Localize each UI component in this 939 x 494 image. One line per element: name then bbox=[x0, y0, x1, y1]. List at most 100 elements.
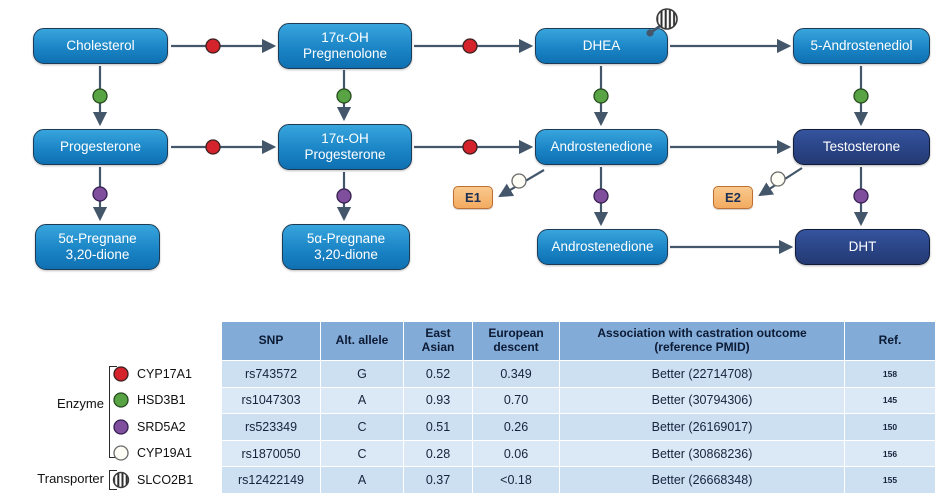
node-androstenedione-low: Androstenedione bbox=[537, 229, 668, 265]
cell-association: Better (22714708) bbox=[560, 361, 844, 387]
node-label: 5α-Pregnane 3,20-dione bbox=[58, 231, 137, 262]
cell-east-asian: 0.51 bbox=[404, 414, 472, 440]
cell-east-asian: 0.28 bbox=[404, 440, 472, 467]
cyp17a1-dot-icon bbox=[462, 38, 478, 54]
cell-association: Better (26169017) bbox=[560, 414, 844, 440]
transporter-striped-dot-icon bbox=[112, 471, 130, 489]
cell-european-descent: 0.26 bbox=[473, 414, 559, 440]
legend-gene-label: CYP19A1 bbox=[137, 446, 192, 460]
node-5-androstenediol: 5-Androstenediol bbox=[793, 28, 930, 64]
cell-snp: rs12422149 bbox=[222, 467, 320, 493]
srd5a2-dot-icon bbox=[92, 186, 108, 202]
transporter-bracket bbox=[109, 470, 117, 490]
node-label: Progesterone bbox=[59, 139, 142, 155]
node-testosterone: Testosterone bbox=[793, 129, 930, 165]
col-header-alt-allele: Alt. allele bbox=[321, 322, 403, 360]
col-header-association: Association with castration outcome (ref… bbox=[560, 322, 844, 360]
legend-item-cyp19a1: CYP19A1 bbox=[112, 444, 192, 462]
cell-european-descent: <0.18 bbox=[473, 467, 559, 493]
node-label: Androstenedione bbox=[551, 239, 654, 255]
srd5a2-dot-icon bbox=[336, 188, 352, 204]
legend-gene-label: SLCO2B1 bbox=[137, 473, 194, 487]
e2-box: E2 bbox=[713, 186, 753, 209]
cell-snp: rs1047303 bbox=[222, 387, 320, 414]
node-label: 17α-OH Pregnenolone bbox=[302, 30, 388, 61]
node-label: 5-Androstenediol bbox=[810, 38, 913, 54]
cell-alt-allele: G bbox=[321, 361, 403, 387]
legend-item-cyp17a1: CYP17A1 bbox=[112, 365, 192, 383]
enzyme-red-dot-icon bbox=[113, 366, 129, 382]
e2-label: E2 bbox=[725, 190, 741, 205]
cyp19a1-dot-icon bbox=[511, 173, 527, 189]
cell-east-asian: 0.52 bbox=[404, 361, 472, 387]
arrow-androstenedione-to-e1 bbox=[498, 169, 545, 198]
node-label: Cholesterol bbox=[66, 38, 135, 54]
legend-gene-label: HSD3B1 bbox=[137, 393, 186, 407]
cell-alt-allele: C bbox=[321, 440, 403, 467]
cell-alt-allele: A bbox=[321, 467, 403, 493]
cell-east-asian: 0.37 bbox=[404, 467, 472, 493]
cell-snp: rs1870050 bbox=[222, 440, 320, 467]
col-header-snp: SNP bbox=[222, 322, 320, 360]
node-5a-pregnane-dione-2: 5α-Pregnane 3,20-dione bbox=[282, 224, 410, 270]
transporter-striped-icon bbox=[656, 8, 678, 30]
cell-ref: 150 bbox=[845, 414, 935, 440]
cell-ref: 155 bbox=[845, 467, 935, 493]
srd5a2-dot-icon bbox=[853, 188, 869, 204]
legend-item-hsd3b1: HSD3B1 bbox=[112, 391, 186, 409]
node-17a-oh-progesterone: 17α-OH Progesterone bbox=[278, 124, 412, 170]
cyp17a1-dot-icon bbox=[205, 139, 221, 155]
node-label: Testosterone bbox=[822, 139, 901, 155]
legend-item-srd5a2: SRD5A2 bbox=[112, 418, 186, 436]
cell-european-descent: 0.70 bbox=[473, 387, 559, 414]
e1-label: E1 bbox=[465, 190, 481, 205]
legend-gene-label: CYP17A1 bbox=[137, 367, 192, 381]
col-header-east-asian: East Asian bbox=[404, 322, 472, 360]
node-label: Androstenedione bbox=[550, 139, 653, 155]
cyp17a1-dot-icon bbox=[205, 38, 221, 54]
cell-european-descent: 0.349 bbox=[473, 361, 559, 387]
cell-ref: 158 bbox=[845, 361, 935, 387]
cyp17a1-dot-icon bbox=[462, 139, 478, 155]
hsd3b1-dot-icon bbox=[853, 88, 869, 104]
node-dht: DHT bbox=[795, 229, 930, 265]
cell-ref: 145 bbox=[845, 387, 935, 414]
node-label: 17α-OH Progesterone bbox=[304, 131, 386, 162]
node-dhea: DHEA bbox=[535, 28, 668, 64]
enzyme-green-dot-icon bbox=[113, 392, 129, 408]
cell-ref: 156 bbox=[845, 440, 935, 467]
col-header-european-descent: European descent bbox=[473, 322, 559, 360]
cell-association: Better (26668348) bbox=[560, 467, 844, 493]
node-androstenedione-mid: Androstenedione bbox=[535, 129, 668, 165]
node-progesterone: Progesterone bbox=[33, 129, 168, 165]
legend-group-enzyme: Enzyme bbox=[57, 396, 104, 411]
hsd3b1-dot-icon bbox=[336, 88, 352, 104]
cell-association: Better (30868236) bbox=[560, 440, 844, 467]
e1-box: E1 bbox=[453, 186, 493, 209]
cyp19a1-dot-icon bbox=[770, 171, 786, 187]
cell-european-descent: 0.06 bbox=[473, 440, 559, 467]
srd5a2-dot-icon bbox=[593, 188, 609, 204]
node-cholesterol: Cholesterol bbox=[33, 28, 168, 64]
node-label: DHT bbox=[848, 239, 877, 255]
hsd3b1-dot-icon bbox=[92, 88, 108, 104]
cell-alt-allele: C bbox=[321, 414, 403, 440]
cell-alt-allele: A bbox=[321, 387, 403, 414]
enzyme-white-dot-icon bbox=[113, 445, 129, 461]
enzyme-bracket bbox=[109, 366, 117, 458]
node-label: DHEA bbox=[582, 38, 621, 54]
enzyme-purple-dot-icon bbox=[113, 419, 129, 435]
snp-table: SNP Alt. allele East Asian European desc… bbox=[222, 322, 935, 493]
legend-item-slco2b1: SLCO2B1 bbox=[112, 471, 193, 489]
hsd3b1-dot-icon bbox=[593, 88, 609, 104]
cell-snp: rs743572 bbox=[222, 361, 320, 387]
cell-snp: rs523349 bbox=[222, 414, 320, 440]
node-label: 5α-Pregnane 3,20-dione bbox=[306, 231, 386, 262]
node-5a-pregnane-dione-1: 5α-Pregnane 3,20-dione bbox=[35, 224, 160, 270]
cell-association: Better (30794306) bbox=[560, 387, 844, 414]
legend-gene-label: SRD5A2 bbox=[137, 420, 186, 434]
col-header-ref: Ref. bbox=[845, 322, 935, 360]
arrow-testosterone-to-e2 bbox=[758, 167, 803, 197]
legend-group-transporter: Transporter bbox=[37, 471, 104, 486]
